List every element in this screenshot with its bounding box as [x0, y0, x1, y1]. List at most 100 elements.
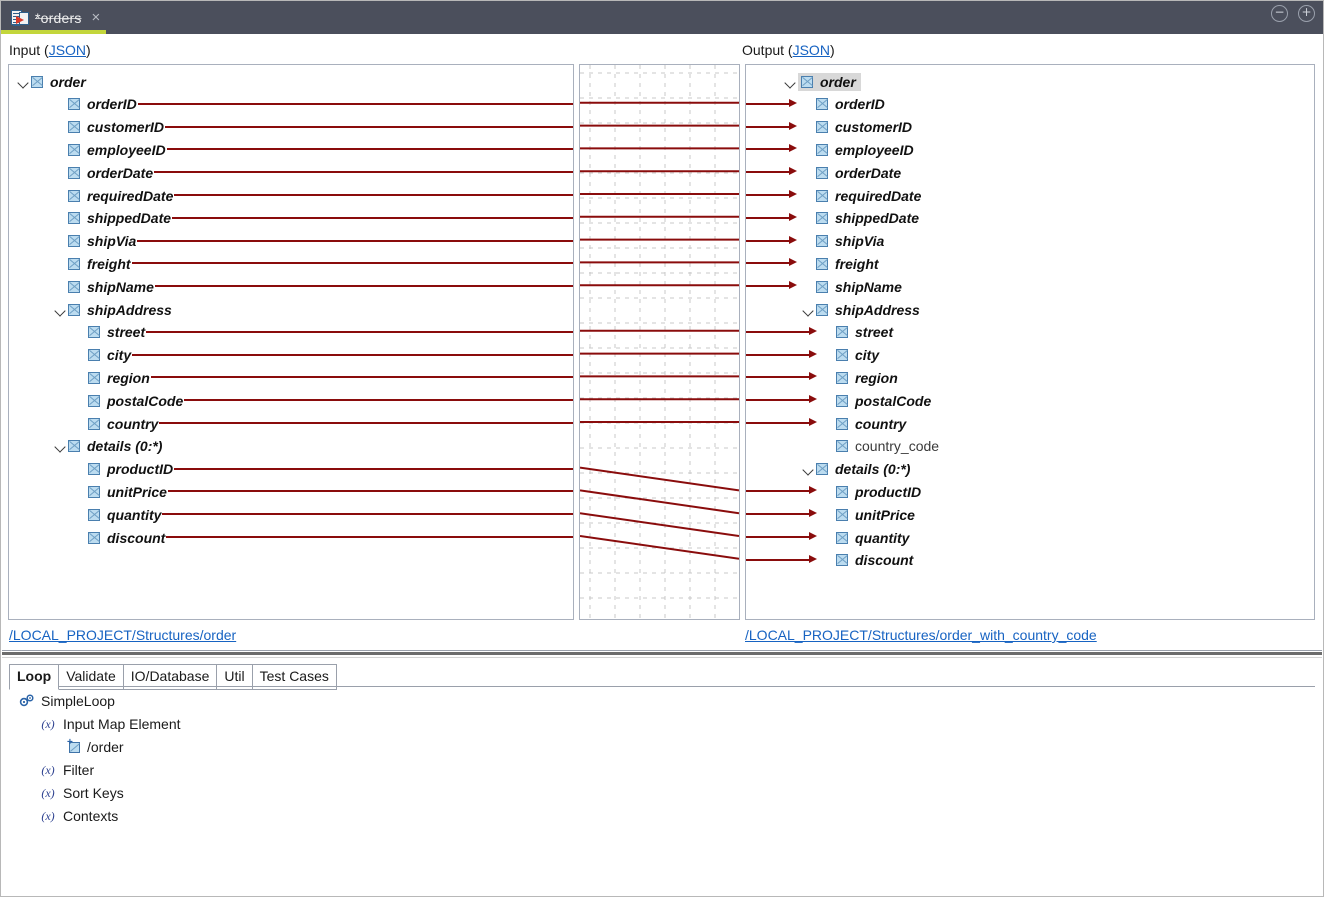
loop-tree-row-sort-keys[interactable]: (x)Sort Keys: [33, 781, 123, 804]
chevron-down-icon[interactable]: [54, 439, 68, 453]
mapping-link-line[interactable]: [580, 512, 739, 537]
tree-row-shipvia[interactable]: shipVia: [802, 230, 884, 253]
tree-row-employeeid[interactable]: employeeID: [802, 138, 914, 161]
tree-row-discount[interactable]: discount: [74, 526, 165, 549]
input-structure-path-link[interactable]: /LOCAL_PROJECT/Structures/order: [9, 627, 237, 643]
tree-row-shipaddress[interactable]: shipAddress: [802, 298, 920, 321]
output-structure-path-link[interactable]: /LOCAL_PROJECT/Structures/order_with_cou…: [745, 627, 1097, 643]
tree-spacer: [54, 189, 68, 203]
mapping-line-stub: [168, 490, 573, 493]
tree-row-shippeddate[interactable]: shippedDate: [54, 207, 171, 230]
tree-row-shipaddress[interactable]: shipAddress: [54, 298, 172, 321]
chevron-down-icon[interactable]: [802, 303, 816, 317]
bottom-tab-loop[interactable]: Loop: [9, 664, 60, 690]
tree-row-region[interactable]: region: [822, 366, 898, 389]
tree-row-order[interactable]: order: [784, 70, 861, 93]
tree-node-label: quantity: [107, 506, 162, 523]
tree-row-shipvia[interactable]: shipVia: [54, 230, 136, 253]
chevron-down-icon[interactable]: [802, 462, 816, 476]
tree-row-unitprice[interactable]: unitPrice: [822, 503, 915, 526]
tree-row-requireddate[interactable]: requiredDate: [802, 184, 921, 207]
mapping-line-stub: [746, 125, 790, 128]
tree-row-orderid[interactable]: orderID: [54, 93, 137, 116]
tree-row-region[interactable]: region: [74, 366, 150, 389]
tree-row-postalcode[interactable]: postalCode: [74, 389, 183, 412]
loop-tree-row-contexts[interactable]: (x)Contexts: [33, 804, 118, 827]
tree-row-details-0-[interactable]: details (0:*): [802, 458, 910, 481]
splitter-line-bottom: [2, 657, 1322, 658]
tree-row-postalcode[interactable]: postalCode: [822, 389, 931, 412]
tree-row-freight[interactable]: freight: [802, 252, 879, 275]
maximize-icon[interactable]: +: [1298, 5, 1315, 22]
tree-row-orderid[interactable]: orderID: [802, 93, 885, 116]
tree-row-city[interactable]: city: [74, 344, 131, 367]
mapping-arrow-icon: [809, 326, 817, 335]
mapping-link-line[interactable]: [580, 489, 739, 515]
tree-node-label: orderDate: [87, 164, 154, 181]
fx-icon: (x): [41, 785, 55, 800]
tree-row-employeeid[interactable]: employeeID: [54, 138, 166, 161]
tree-row-details-0-[interactable]: details (0:*): [54, 435, 162, 458]
tree-row-country[interactable]: country: [74, 412, 158, 435]
loop-tree-row--order[interactable]: +/order: [61, 735, 124, 758]
loop-tree-row-filter[interactable]: (x)Filter: [33, 758, 94, 781]
tree-row-order[interactable]: order: [17, 70, 86, 93]
tree-row-shippeddate[interactable]: shippedDate: [802, 207, 919, 230]
tree-row-country[interactable]: country: [822, 412, 906, 435]
mapping-canvas[interactable]: [579, 64, 740, 620]
tree-row-customerid[interactable]: customerID: [54, 116, 164, 139]
bottom-tab-test-cases[interactable]: Test Cases: [251, 664, 337, 690]
tree-node-label: orderID: [835, 96, 885, 113]
tree-row-orderdate[interactable]: orderDate: [54, 161, 153, 184]
tree-row-street[interactable]: street: [74, 321, 145, 344]
loop-tree-row-simpleloop[interactable]: SimpleLoop: [13, 689, 115, 712]
field-node-icon: [68, 257, 80, 270]
tree-row-customerid[interactable]: customerID: [802, 116, 912, 139]
mapping-line-stub: [138, 102, 573, 105]
tree-row-country-code[interactable]: country_code: [822, 435, 939, 458]
tree-row-discount[interactable]: discount: [822, 549, 913, 572]
tree-node-label: region: [855, 369, 898, 386]
bottom-tab-io-database[interactable]: IO/Database: [122, 664, 218, 690]
chevron-down-icon[interactable]: [17, 75, 31, 89]
tree-row-city[interactable]: city: [822, 344, 879, 367]
mapping-link-line[interactable]: [580, 466, 739, 492]
tree-node-label: region: [107, 369, 150, 386]
editor-tab-label: *orders: [35, 9, 82, 26]
tree-row-street[interactable]: street: [822, 321, 893, 344]
tree-row-quantity[interactable]: quantity: [74, 503, 161, 526]
gears-icon: [19, 693, 35, 708]
editor-tab-orders[interactable]: *orders ×: [1, 1, 107, 34]
field-node-icon: [836, 371, 848, 384]
mapping-arrow-icon: [789, 235, 797, 244]
mapping-line-stub: [159, 422, 573, 424]
tree-row-shipname[interactable]: shipName: [54, 275, 154, 298]
tree-row-unitprice[interactable]: unitPrice: [74, 480, 167, 503]
bottom-tab-util[interactable]: Util: [216, 664, 253, 690]
tree-row-productid[interactable]: productID: [822, 480, 921, 503]
output-json-link[interactable]: JSON: [792, 42, 830, 58]
splitter-handle[interactable]: [2, 652, 1322, 655]
tree-node-label: country_code: [855, 438, 940, 455]
tree-row-quantity[interactable]: quantity: [822, 526, 909, 549]
minimize-icon[interactable]: −: [1271, 5, 1288, 22]
tree-row-productid[interactable]: productID: [74, 458, 173, 481]
mapping-line-stub: [746, 148, 790, 151]
mapping-line-stub: [746, 285, 790, 288]
close-icon[interactable]: ×: [91, 9, 101, 26]
tree-row-requireddate[interactable]: requiredDate: [54, 184, 173, 207]
tree-spacer: [802, 234, 816, 248]
chevron-down-icon[interactable]: [784, 75, 798, 89]
mapping-arrow-icon: [809, 395, 817, 404]
chevron-down-icon[interactable]: [54, 303, 68, 317]
tree-row-shipname[interactable]: shipName: [802, 275, 902, 298]
loop-tree[interactable]: SimpleLoop(x)Input Map Element+/order(x)…: [1, 689, 1323, 889]
mapping-link-line[interactable]: [580, 535, 739, 560]
loop-tree-row-input-map-element[interactable]: (x)Input Map Element: [33, 712, 180, 735]
tree-row-orderdate[interactable]: orderDate: [802, 161, 901, 184]
input-json-link[interactable]: JSON: [48, 42, 87, 58]
tree-row-freight[interactable]: freight: [54, 252, 131, 275]
mapping-line-stub: [746, 513, 810, 516]
